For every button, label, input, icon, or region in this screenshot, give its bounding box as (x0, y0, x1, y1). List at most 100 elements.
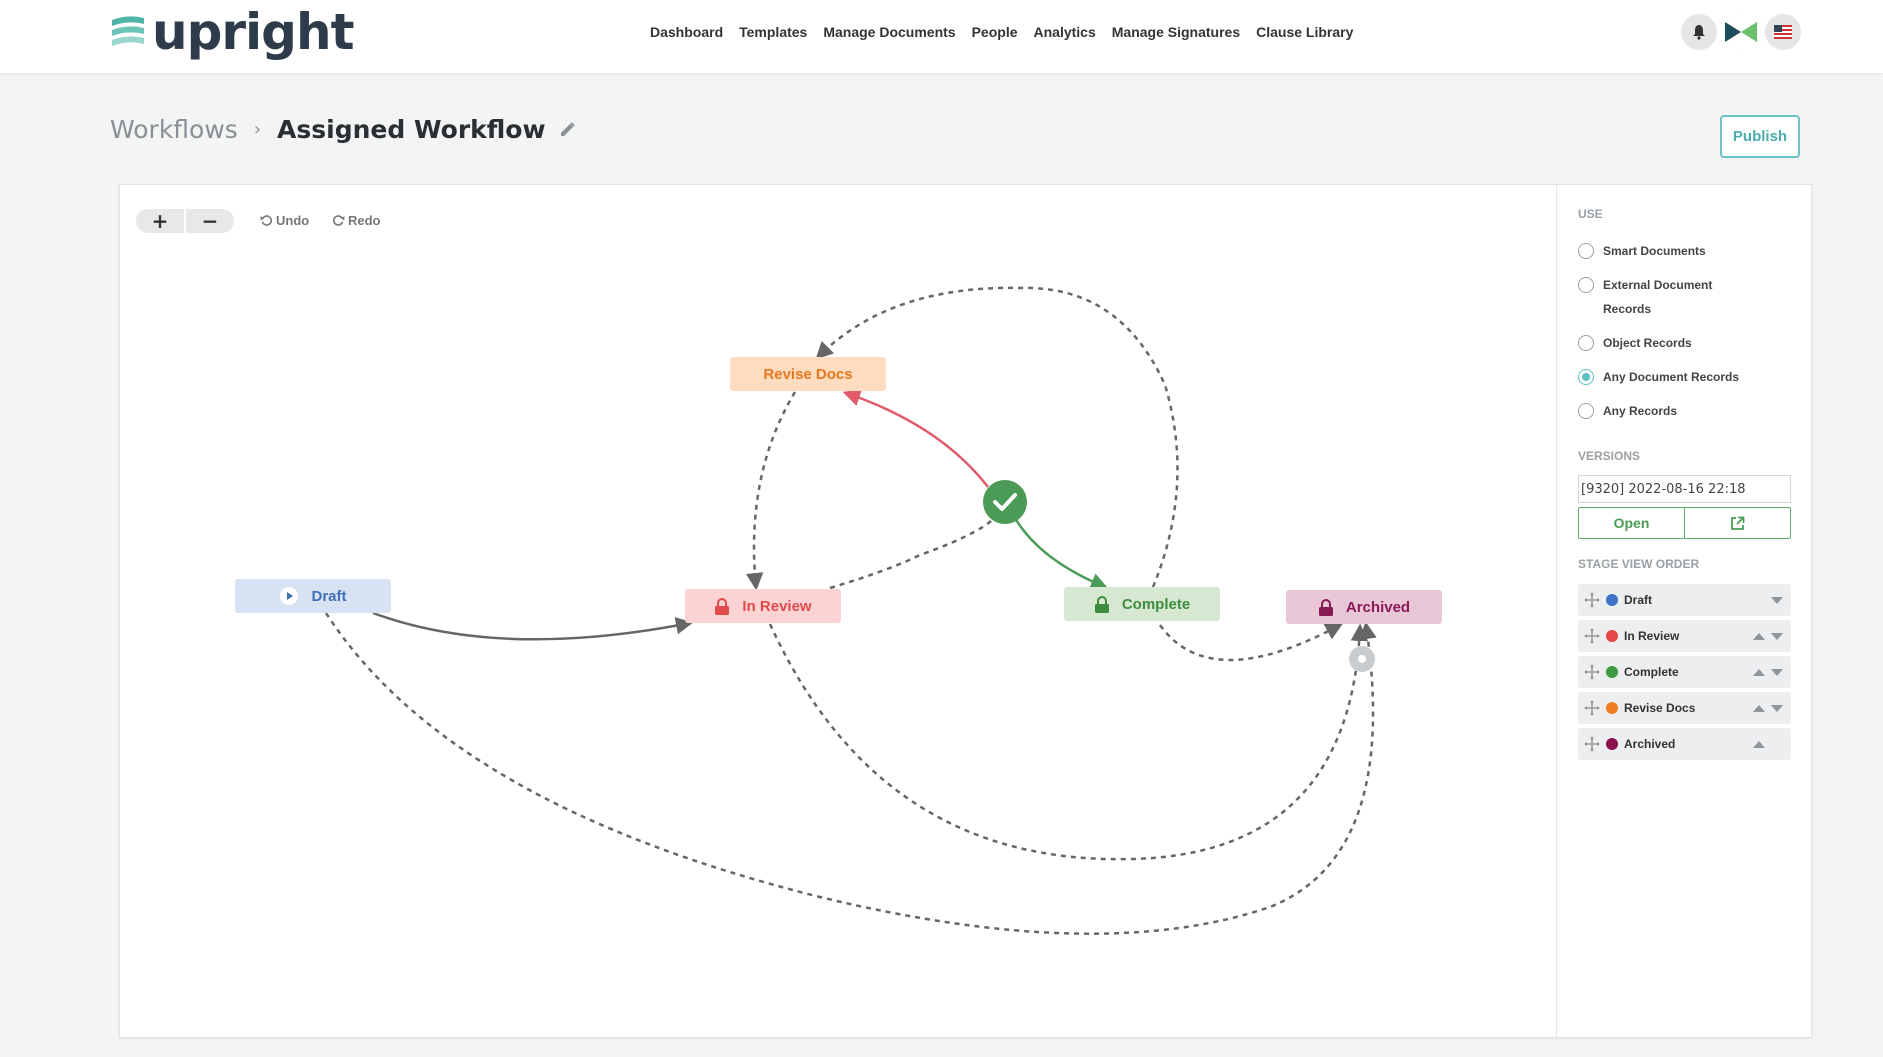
edge-decision-to-complete[interactable] (1013, 517, 1109, 590)
move-up-icon[interactable] (1753, 704, 1765, 712)
bell-icon (1693, 25, 1705, 40)
drag-handle-icon[interactable] (1584, 592, 1600, 608)
connector-handle-dot (1358, 655, 1366, 663)
workflow-connections (324, 286, 1377, 935)
drag-handle-icon[interactable] (1584, 628, 1600, 644)
workflow-editor-card: + − Undo Redo (119, 184, 1812, 1038)
nav-manage-documents[interactable]: Manage Documents (823, 24, 956, 40)
radio-button[interactable] (1578, 243, 1594, 259)
bowtie-logo-icon (1723, 14, 1759, 50)
edge-decision-to-revise[interactable] (842, 389, 989, 488)
radio-button[interactable] (1578, 277, 1594, 293)
move-down-icon[interactable] (1771, 632, 1783, 640)
version-actions: Open (1578, 507, 1791, 539)
undo-button[interactable]: Undo (260, 213, 309, 228)
nav-clause-library[interactable]: Clause Library (1256, 24, 1354, 40)
stage-color-dot (1606, 594, 1618, 606)
stage-order-item-draft[interactable]: Draft (1578, 584, 1791, 616)
use-option-smart-documents[interactable]: Smart Documents (1578, 242, 1790, 263)
workflow-canvas[interactable]: + − Undo Redo (120, 185, 1556, 1037)
account-avatar[interactable] (1723, 14, 1759, 50)
stage-node-draft[interactable]: Draft (235, 579, 391, 613)
redo-button[interactable]: Redo (332, 213, 381, 228)
main-nav: Dashboard Templates Manage Documents Peo… (650, 24, 1353, 40)
stage-node-archived[interactable]: Archived (1286, 590, 1442, 624)
stage-node-revise-docs[interactable]: Revise Docs (730, 357, 886, 391)
nav-people[interactable]: People (971, 24, 1018, 40)
node-label: Archived (1345, 598, 1411, 616)
edge-complete-to-archived[interactable] (1158, 623, 1344, 662)
zoom-controls: + − (136, 209, 234, 233)
open-version-button[interactable]: Open (1613, 515, 1650, 531)
radio-button-selected[interactable] (1578, 369, 1594, 385)
edge-revise-to-in-review[interactable] (745, 391, 797, 591)
edit-title-button[interactable] (558, 121, 576, 139)
drag-handle-icon[interactable] (1584, 736, 1600, 752)
node-label: Draft (311, 587, 347, 605)
us-flag-icon (1774, 25, 1792, 39)
stage-node-in-review[interactable]: In Review (685, 589, 841, 623)
drag-handle-icon[interactable] (1584, 664, 1600, 680)
lock-icon (1318, 598, 1334, 616)
stage-order-label: Revise Docs (1624, 701, 1696, 715)
decision-node[interactable] (983, 480, 1027, 524)
pencil-icon (560, 121, 575, 136)
checkmark-icon (993, 493, 1017, 511)
nav-dashboard[interactable]: Dashboard (650, 24, 724, 40)
move-up-icon[interactable] (1753, 668, 1765, 676)
nav-templates[interactable]: Templates (739, 24, 808, 40)
radio-label: Smart Documents (1603, 244, 1706, 258)
move-up-icon[interactable] (1753, 740, 1765, 748)
use-option-any-document-records[interactable]: Any Document Records (1578, 368, 1790, 389)
radio-button[interactable] (1578, 403, 1594, 419)
node-label: In Review (742, 597, 812, 615)
stage-order-item-archived[interactable]: Archived (1578, 728, 1791, 760)
lock-icon (1094, 595, 1110, 613)
edge-draft-to-archived[interactable] (324, 612, 1377, 935)
header-actions (1681, 14, 1801, 50)
nav-manage-signatures[interactable]: Manage Signatures (1111, 24, 1241, 40)
move-down-icon[interactable] (1771, 596, 1783, 604)
move-down-icon[interactable] (1771, 668, 1783, 676)
move-up-icon[interactable] (1753, 632, 1765, 640)
stage-order-item-in-review[interactable]: In Review (1578, 620, 1791, 652)
stage-order-item-complete[interactable]: Complete (1578, 656, 1791, 688)
stage-order-label: Complete (1624, 665, 1679, 679)
edge-in-review-to-archived[interactable] (768, 623, 1369, 861)
node-label: Revise Docs (763, 365, 853, 383)
stage-order-item-revise-docs[interactable]: Revise Docs (1578, 692, 1791, 724)
zoom-out-button[interactable]: − (186, 209, 234, 233)
breadcrumb-workflows-link[interactable]: Workflows (110, 115, 238, 144)
stage-order-label: In Review (1624, 629, 1680, 643)
stage-order-section-title: STAGE VIEW ORDER (1578, 557, 1700, 571)
version-select[interactable]: [9320] 2022-08-16 22:18 (1578, 475, 1791, 503)
use-option-external-document-records[interactable]: External Document Records (1578, 276, 1790, 321)
drag-handle-icon[interactable] (1584, 700, 1600, 716)
move-down-icon[interactable] (1771, 704, 1783, 712)
radio-label: Any Document Records (1603, 370, 1740, 384)
breadcrumb: Workflows › Assigned Workflow (110, 115, 576, 144)
versions-section-title: VERSIONS (1578, 449, 1641, 463)
undo-label: Undo (276, 213, 310, 228)
lock-icon (714, 597, 730, 615)
upright-logo[interactable]: upright (110, 6, 354, 58)
zoom-in-button[interactable]: + (136, 209, 184, 233)
nav-analytics[interactable]: Analytics (1033, 24, 1096, 40)
page-title: Assigned Workflow (277, 115, 546, 144)
open-external-button[interactable] (1684, 508, 1790, 538)
stage-node-complete[interactable]: Complete (1064, 587, 1220, 621)
undo-icon (260, 215, 273, 226)
edge-in-review-to-decision[interactable] (829, 510, 1002, 590)
use-option-object-records[interactable]: Object Records (1578, 334, 1790, 355)
edge-draft-to-in-review[interactable] (372, 611, 694, 641)
radio-label: External Document Records (1603, 278, 1713, 316)
edge-complete-to-revise[interactable] (815, 286, 1179, 588)
stage-order-label: Draft (1624, 593, 1653, 607)
redo-label: Redo (348, 213, 381, 228)
use-option-any-records[interactable]: Any Records (1578, 402, 1790, 423)
language-selector[interactable] (1765, 14, 1801, 50)
stage-color-dot (1606, 738, 1618, 750)
notifications-button[interactable] (1681, 14, 1717, 50)
radio-button[interactable] (1578, 335, 1594, 351)
publish-button[interactable]: Publish (1720, 115, 1800, 158)
